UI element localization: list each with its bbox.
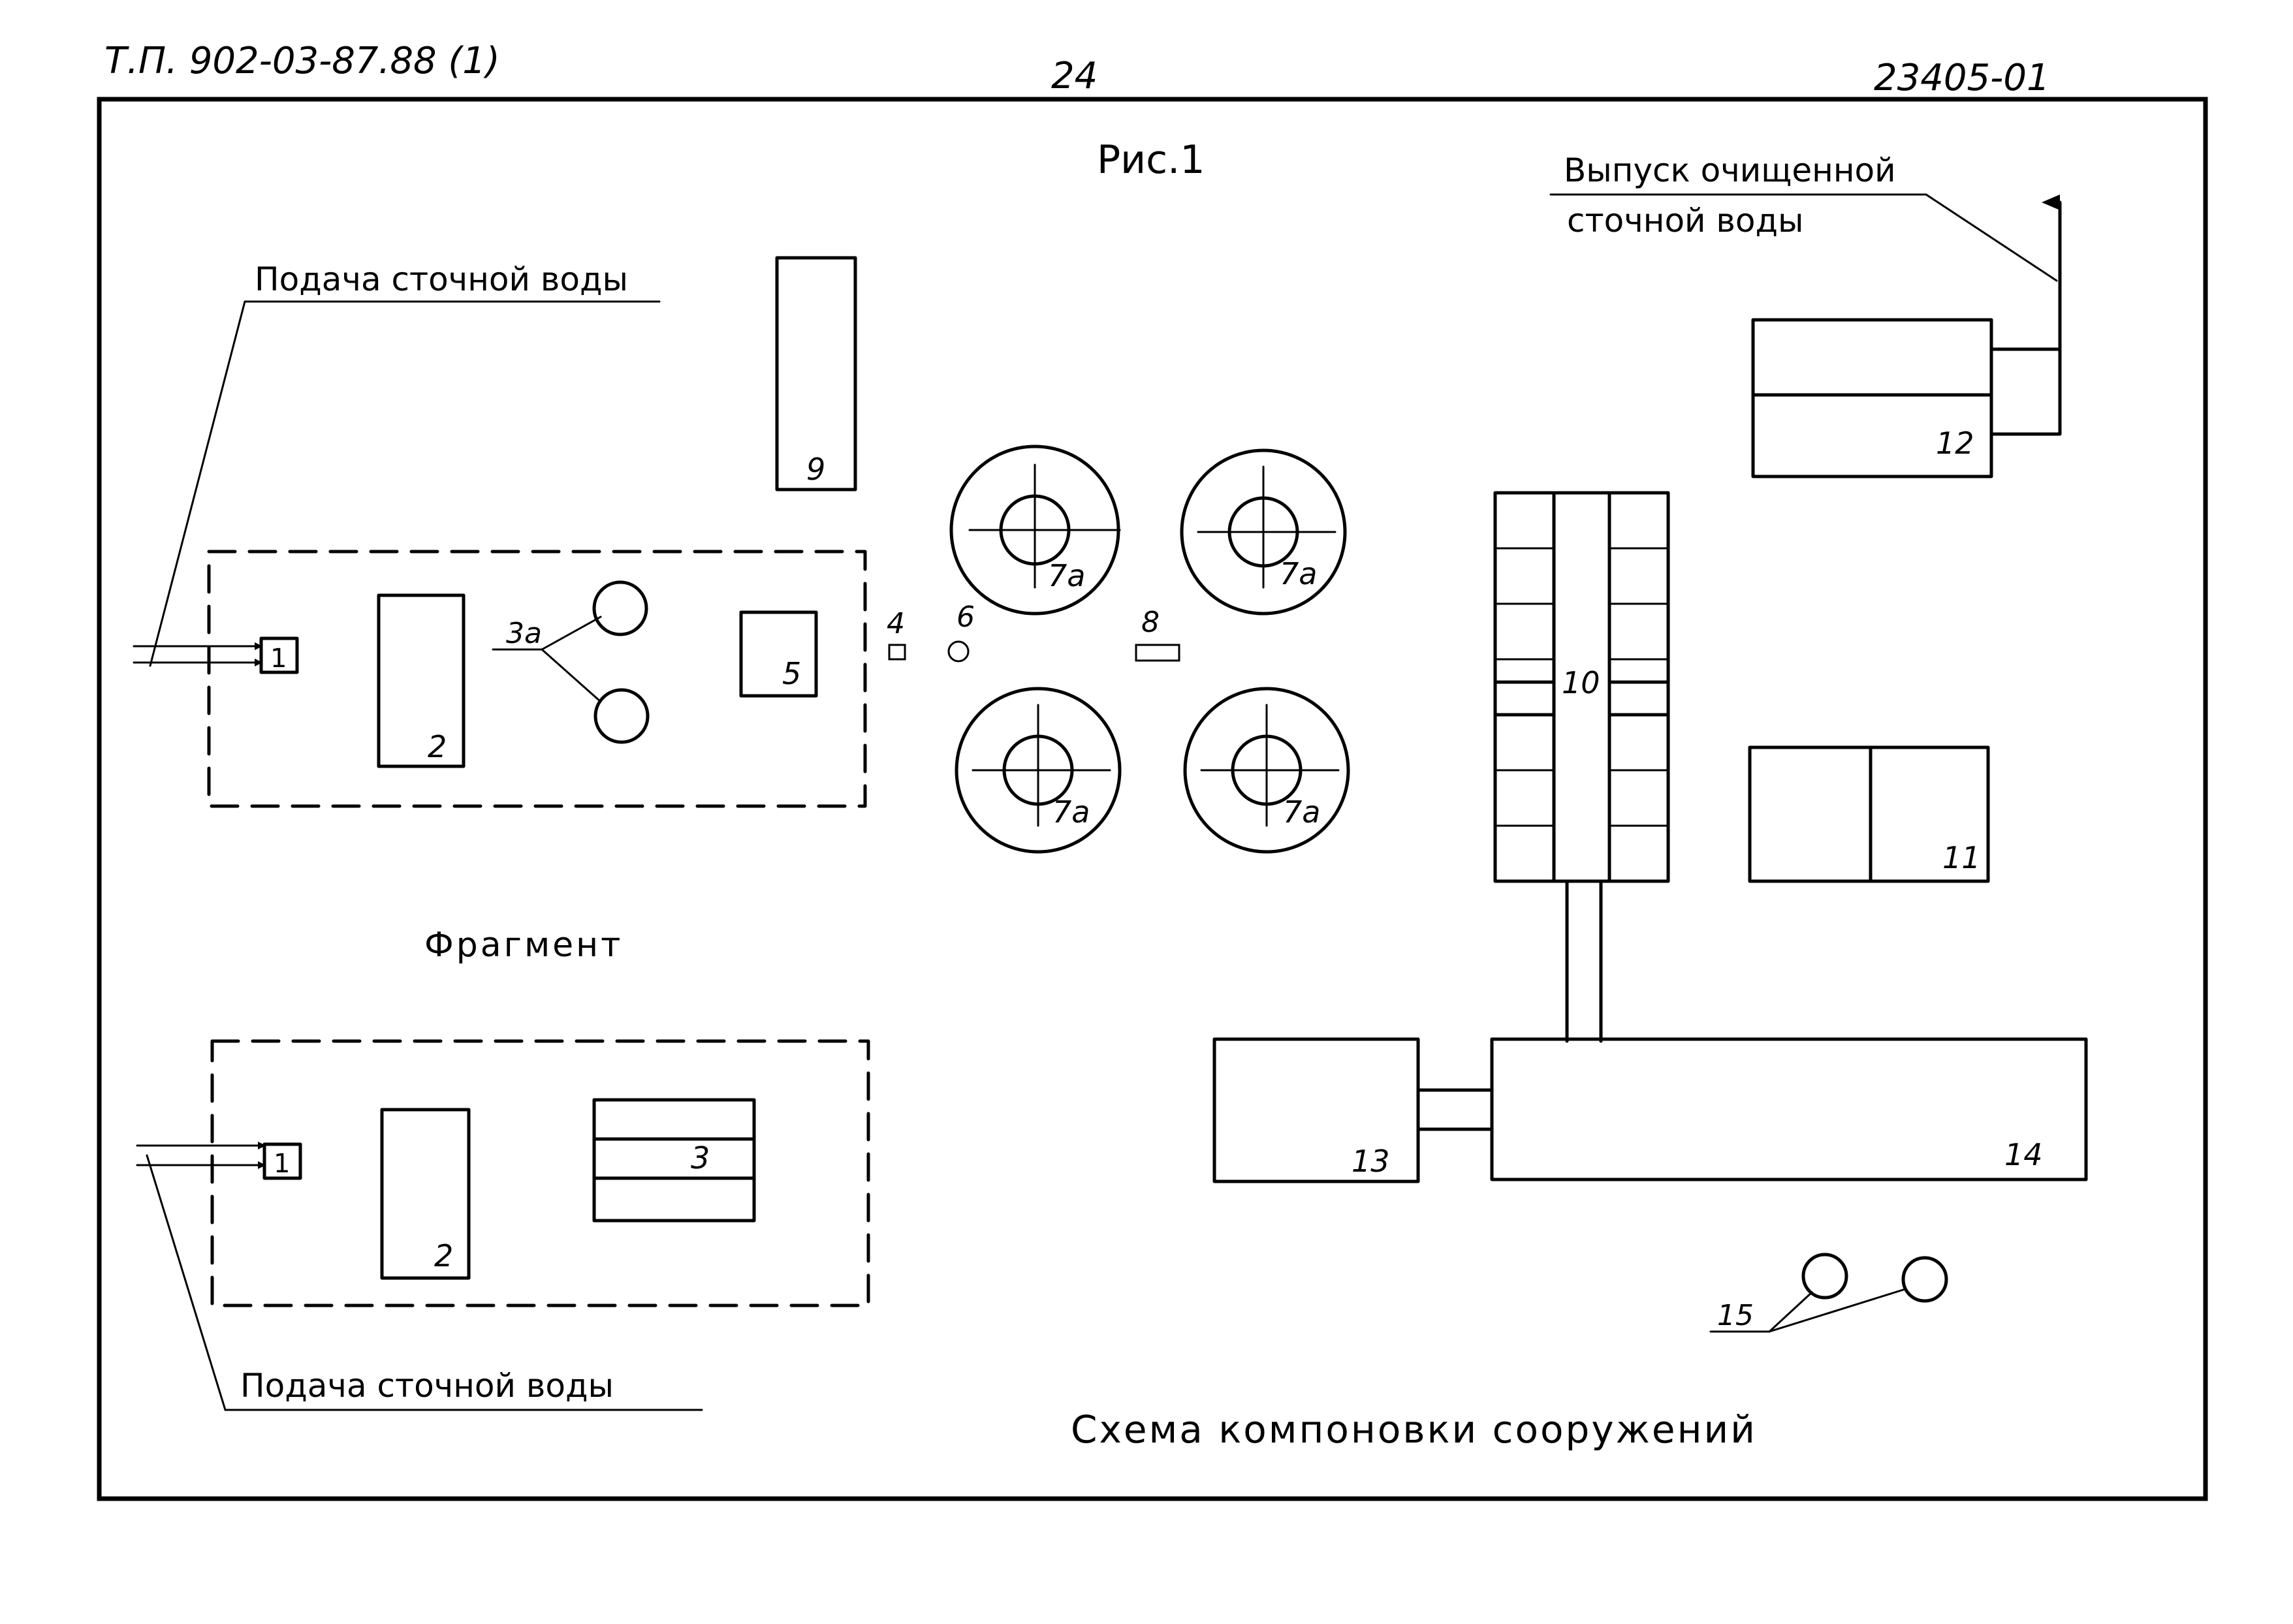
- drawing-frame: [97, 97, 2208, 1501]
- main-building-dashed: [207, 550, 867, 808]
- fragment-title: Фрагмент: [424, 926, 623, 965]
- outflow-label-line2: сточной воды: [1567, 202, 1804, 240]
- clarifier-7a-top-left: [949, 445, 1121, 616]
- label-3a: 3а: [506, 617, 542, 650]
- structure-6: [947, 640, 970, 663]
- label-15: 15: [1717, 1299, 1754, 1332]
- label-13: 13: [1352, 1144, 1390, 1179]
- outflow-pipe: [1989, 195, 2062, 436]
- leader-3a-upper: [541, 616, 602, 651]
- label-2: 2: [428, 729, 447, 764]
- label-12: 12: [1936, 426, 1974, 461]
- fragment-structure-1: [262, 1142, 302, 1180]
- doc-code: Т.П. 902-03-87.88 (1): [104, 40, 500, 82]
- fragment-building-dashed: [210, 1039, 870, 1307]
- fragment-label-1: 1: [274, 1149, 290, 1179]
- clarifier-7a-bottom-left: [955, 687, 1122, 854]
- structure-14: [1490, 1037, 2088, 1181]
- structure-12: [1751, 318, 1993, 478]
- structure-8: [1135, 644, 1180, 662]
- page-number: 24: [1051, 55, 1098, 97]
- label-7a-top-left: 7а: [1048, 558, 1085, 593]
- label-7a-bottom-right: 7а: [1283, 794, 1320, 830]
- structure-13: [1212, 1037, 1420, 1183]
- structure-10: [1493, 491, 1670, 883]
- fragment-structure-2: [380, 1108, 471, 1280]
- label-8: 8: [1141, 606, 1160, 639]
- leader-3a-lower: [541, 648, 602, 703]
- structure-15-left: [1801, 1253, 1848, 1300]
- structure-9: [775, 256, 857, 492]
- caption: Схема компоновки сооружений: [1071, 1407, 1757, 1452]
- clarifier-7a-top-right: [1180, 448, 1347, 616]
- label-14: 14: [2004, 1137, 2043, 1172]
- label-5: 5: [782, 656, 801, 691]
- label-9: 9: [806, 452, 825, 487]
- leader-15-left: [1768, 1291, 1813, 1333]
- structure-4: [888, 644, 906, 661]
- fragment-label-2: 2: [434, 1238, 453, 1273]
- label-10: 10: [1562, 665, 1600, 700]
- outflow-label-line1: Выпуск очищенной: [1564, 151, 1896, 189]
- label-4: 4: [887, 607, 905, 640]
- leader-15-right: [1768, 1288, 1906, 1333]
- structure-1: [259, 636, 299, 674]
- inflow-leader-top: [149, 300, 246, 667]
- figure-title: Рис.1: [1097, 137, 1205, 183]
- inflow-label-top: Подача сточной воды: [255, 260, 628, 298]
- label-7a-bottom-left: 7а: [1052, 794, 1090, 830]
- label-6: 6: [957, 601, 975, 634]
- inflow-label-bottom: Подача сточной воды: [240, 1367, 614, 1405]
- inventory-number: 23405-01: [1874, 57, 2050, 99]
- outflow-leader: [1925, 193, 2058, 282]
- tank-3a-upper: [592, 580, 648, 636]
- label-11: 11: [1942, 840, 1981, 875]
- label-7a-top-right: 7а: [1280, 556, 1317, 591]
- inflow-leader-bottom: [146, 1154, 227, 1411]
- clarifier-7a-bottom-right: [1183, 687, 1350, 854]
- structure-15-right: [1901, 1256, 1948, 1303]
- structure-2: [377, 593, 466, 768]
- fragment-structure-3: [592, 1098, 756, 1223]
- structure-5: [739, 610, 818, 698]
- tank-3a-lower: [593, 688, 650, 744]
- label-1: 1: [270, 644, 287, 674]
- fragment-label-3: 3: [691, 1140, 710, 1176]
